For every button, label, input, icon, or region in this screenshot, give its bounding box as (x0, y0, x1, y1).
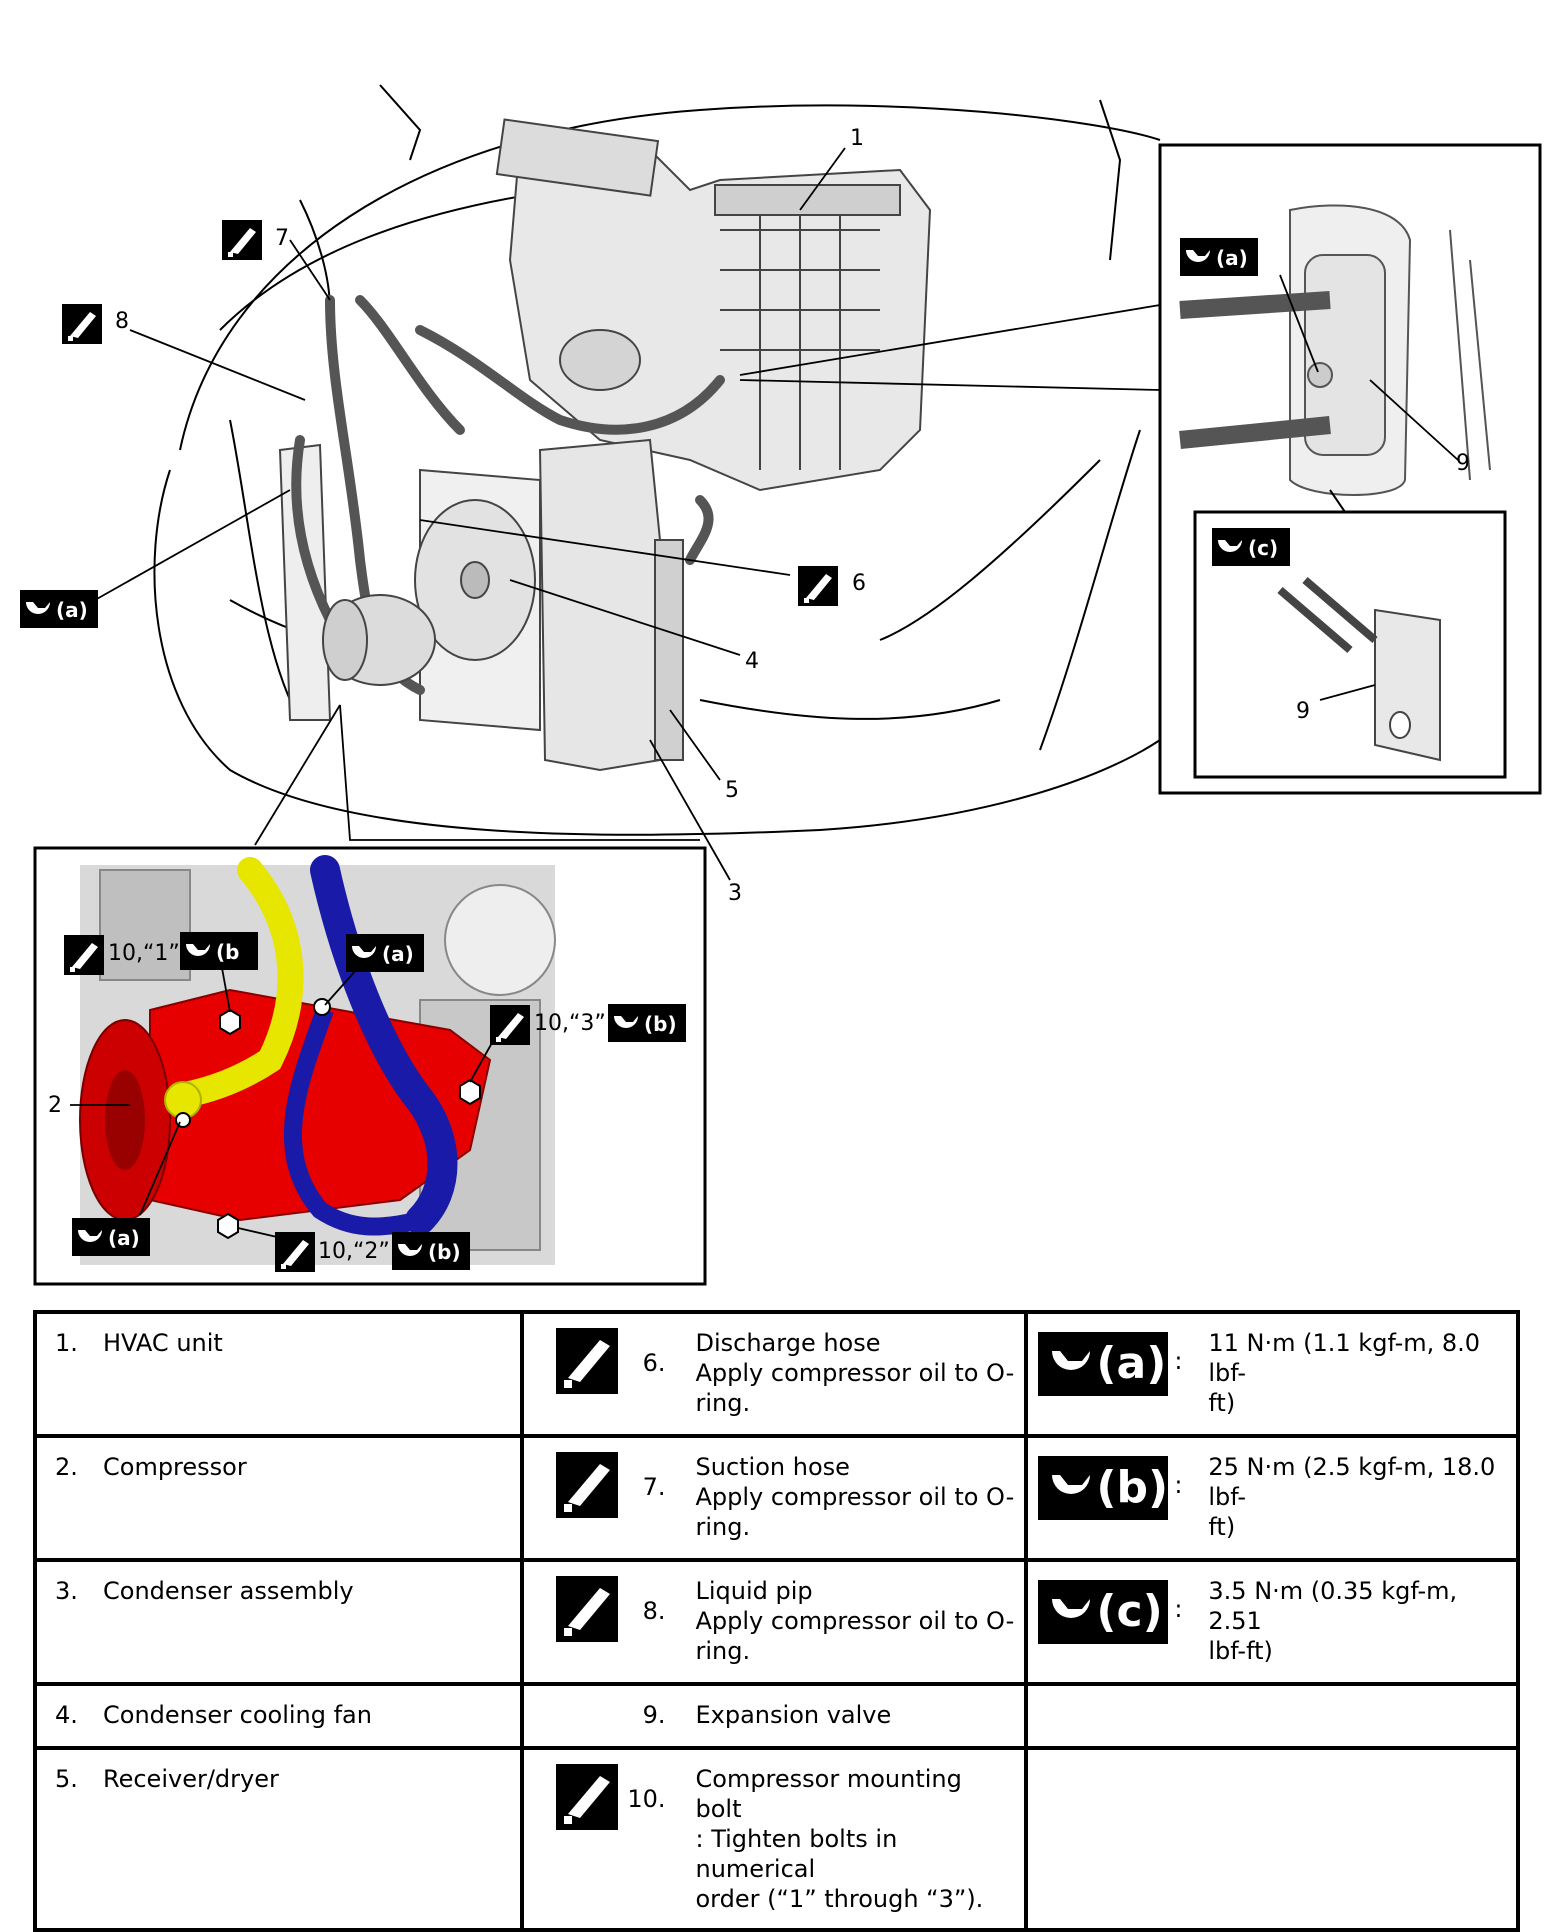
oil-can-icon (555, 1328, 618, 1394)
colon: : (1174, 1595, 1183, 1623)
discharge-hose-yellow (172, 857, 304, 1108)
item-number: 7. (642, 1473, 666, 1501)
item-label: Discharge hose (695, 1329, 881, 1357)
condenser-assembly (278, 438, 684, 772)
colon: : (1174, 1471, 1183, 1499)
torque-spec: 25 N·m (2.5 kgf-m, 18.0 lbf- (1208, 1453, 1496, 1511)
callout-4: 4 (745, 649, 759, 674)
callout-9-top: 9 (1456, 451, 1470, 476)
colon: : (1174, 1347, 1183, 1375)
torque-tag-b-1: (b (180, 932, 258, 970)
torque-tag-a-bottom: (a) (72, 1218, 150, 1256)
svg-text:(a): (a) (382, 942, 414, 966)
svg-text:(a): (a) (56, 598, 88, 622)
item-number: 1. (55, 1329, 78, 1357)
callout-6: 6 (852, 571, 866, 596)
item-label: Liquid pip (695, 1577, 813, 1605)
torque-spec: 11 N·m (1.1 kgf-m, 8.0 lbf- (1208, 1329, 1481, 1387)
item-number: 4. (55, 1701, 78, 1729)
item-label: HVAC unit (103, 1329, 223, 1357)
torque-wrench-icon: (c) (1038, 1580, 1169, 1644)
torque-tag-a-inset: (a) (1180, 238, 1258, 276)
callout-2: 2 (48, 1093, 62, 1118)
expansion-valve-inset: (a) 9 (c) 9 (1158, 143, 1542, 795)
torque-tag-c-inset: (c) (1212, 528, 1290, 566)
item-label: Receiver/dryer (103, 1765, 279, 1793)
oil-can-icon (555, 1764, 618, 1830)
item-note: Apply compressor oil to O- (695, 1607, 1015, 1635)
oil-can-icon (275, 1232, 315, 1272)
item-number: 9. (642, 1701, 666, 1729)
oil-can-icon (798, 566, 838, 606)
torque-spec: ft) (1208, 1513, 1236, 1541)
item-label: Suction hose (695, 1453, 850, 1481)
condenser-cooling-fan (414, 468, 541, 732)
item-note: Apply compressor oil to O- (695, 1483, 1015, 1511)
oil-can-icon (64, 935, 104, 975)
item-number: 2. (55, 1453, 78, 1481)
svg-text:(b): (b) (644, 1012, 677, 1036)
bolt-2-label: 10,“2” (318, 1239, 390, 1264)
svg-text:(b): (b) (428, 1240, 461, 1264)
table-row: 5. Receiver/dryer 10. Compressor mounting… (33, 1746, 1520, 1932)
oil-can-icon (555, 1576, 618, 1642)
leader-lines (94, 147, 1161, 881)
item-label: Compressor mounting bolt (695, 1765, 962, 1823)
callout-1: 1 (850, 126, 864, 151)
item-number: 6. (642, 1349, 666, 1377)
vehicle-body-outline (153, 84, 1161, 836)
torque-spec: lbf-ft) (1208, 1637, 1273, 1665)
bolt-1-label: 10,“1” (108, 941, 180, 966)
svg-text:(a): (a) (108, 1226, 140, 1250)
hvac-unit (495, 118, 932, 492)
callout-7: 7 (275, 226, 289, 251)
item-number: 10. (627, 1785, 666, 1813)
item-note: : Tighten bolts in numerical (695, 1825, 898, 1883)
item-note: ring. (695, 1513, 751, 1541)
suction-hose-blue (310, 855, 458, 1235)
item-note: ring. (695, 1637, 751, 1665)
oil-can-icon (222, 220, 262, 260)
torque-wrench-icon: (a) (1038, 1332, 1169, 1396)
compressor-inset: 2 10,“1” (b (a) 10,“3” (b) (a) (33, 846, 707, 1286)
svg-text:(a): (a) (1216, 246, 1248, 270)
item-label: Condenser cooling fan (103, 1701, 372, 1729)
torque-spec: ft) (1208, 1389, 1236, 1417)
item-label: Condenser assembly (103, 1577, 354, 1605)
callout-3: 3 (728, 881, 742, 906)
torque-tag-b-2: (b) (392, 1232, 470, 1270)
callout-5: 5 (725, 778, 739, 803)
item-label: Expansion valve (695, 1701, 892, 1729)
item-note: order (“1” through “3”). (695, 1885, 984, 1913)
bolt-3-label: 10,“3” (534, 1011, 606, 1036)
oil-can-icon (555, 1452, 618, 1518)
svg-text:(c): (c) (1248, 536, 1278, 560)
oil-can-icon (62, 304, 102, 344)
table-row: 4. Condenser cooling fan 9. Expansion val… (33, 1682, 1520, 1750)
item-number: 3. (55, 1577, 78, 1605)
callout-9-bottom: 9 (1296, 699, 1310, 724)
torque-tag-b-3: (b) (608, 1004, 686, 1042)
item-label: Compressor (103, 1453, 247, 1481)
item-note: Apply compressor oil to O- (695, 1359, 1015, 1387)
item-note: ring. (695, 1389, 751, 1417)
torque-tag-a-mid: (a) (346, 934, 424, 972)
torque-spec: 3.5 N·m (0.35 kgf-m, 2.51 (1208, 1577, 1458, 1635)
ac-system-diagram: 1 7 8 6 4 5 3 (a) (a) 9 (20, 84, 1542, 1286)
torque-wrench-icon: (b) (1038, 1456, 1169, 1520)
item-number: 8. (642, 1597, 666, 1625)
callout-8: 8 (115, 309, 129, 334)
oil-can-icon (490, 1005, 530, 1045)
compressor-small-view (322, 594, 436, 686)
item-number: 5. (55, 1765, 78, 1793)
svg-text:(b: (b (216, 940, 239, 964)
torque-tag-a-left: (a) (20, 590, 98, 628)
